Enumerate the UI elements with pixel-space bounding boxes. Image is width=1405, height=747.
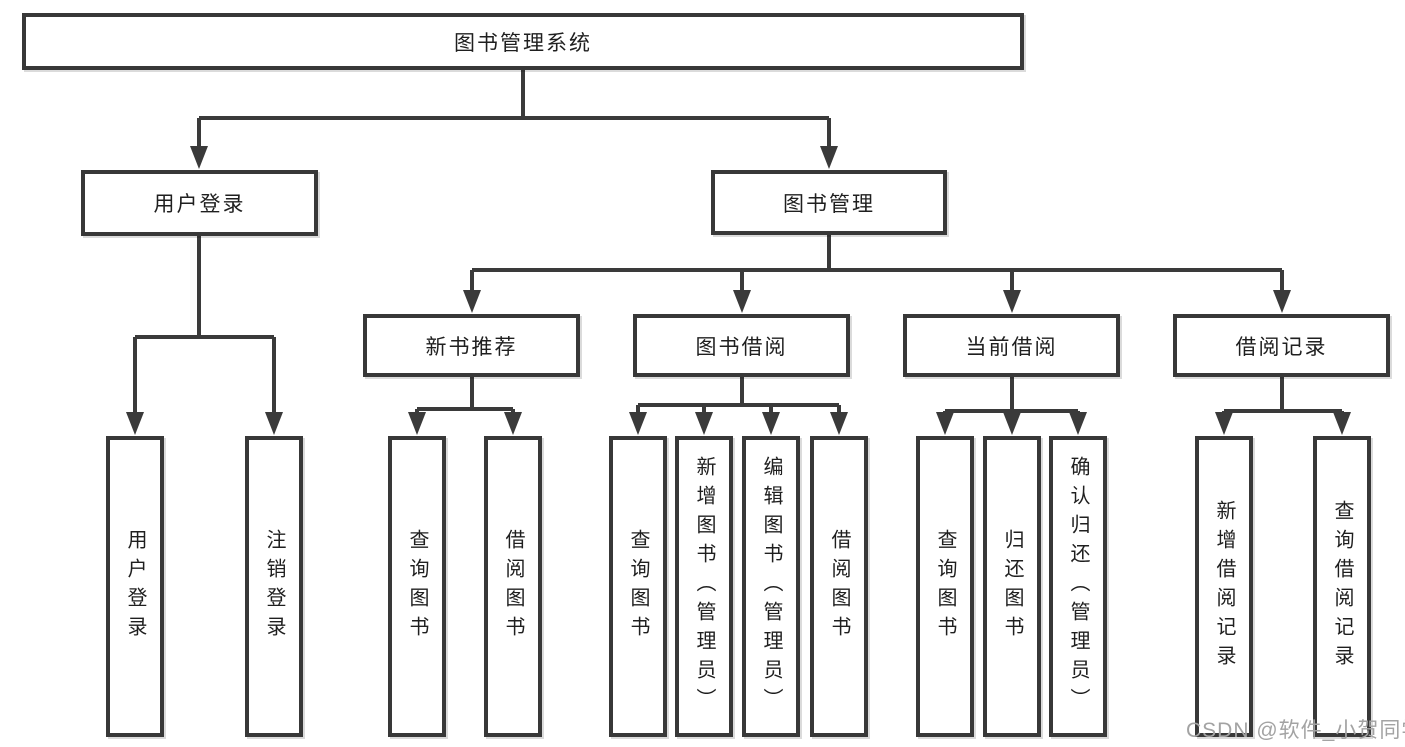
arrowheads [126,146,1351,435]
node-book-management: 图书管理 [711,170,947,235]
leaf-query-book-2: 查询图书 [609,436,667,737]
leaf-return-book: 归还图书 [983,436,1041,737]
connector-book-borrow-children [636,377,841,415]
node-new-book-recommend: 新书推荐 [363,314,580,377]
leaf-confirm-return-admin-label: 确认归还（管理员） [1067,456,1089,717]
leaf-edit-book-admin-label: 编辑图书（管理员） [760,456,782,717]
leaf-query-book-2-label: 查询图书 [627,528,649,645]
leaf-add-book-admin-label: 新增图书（管理员） [693,456,715,717]
node-book-borrow-label: 图书借阅 [695,335,788,359]
connector-book-management-children [470,234,1284,294]
leaf-query-borrow-record: 查询借阅记录 [1313,436,1371,737]
node-borrow-record-label: 借阅记录 [1235,335,1328,359]
leaf-add-book-admin: 新增图书（管理员） [675,436,733,737]
watermark: CSDN @软件_小贺同学 [1186,719,1405,742]
leaf-user-login-label: 用户登录 [124,528,146,645]
connector-borrow-record-children [1222,377,1344,415]
leaf-logout: 注销登录 [245,436,303,737]
root-node-library-system: 图书管理系统 [22,13,1024,70]
leaf-edit-book-admin: 编辑图书（管理员） [742,436,800,737]
leaf-confirm-return-admin: 确认归还（管理员） [1049,436,1107,737]
leaf-borrow-book-2: 借阅图书 [810,436,868,737]
leaf-query-borrow-record-label: 查询借阅记录 [1331,499,1353,674]
node-borrow-record: 借阅记录 [1173,314,1390,377]
connector-root-to-level2 [197,69,831,150]
leaf-logout-label: 注销登录 [263,528,285,645]
leaf-query-book-1: 查询图书 [388,436,446,737]
connector-current-borrow-children [943,377,1080,415]
leaf-borrow-book-1: 借阅图书 [484,436,542,737]
leaf-query-book-3-label: 查询图书 [934,528,956,645]
node-current-borrow: 当前借阅 [903,314,1120,377]
leaf-add-borrow-record-label: 新增借阅记录 [1213,499,1235,674]
root-node-label: 图书管理系统 [454,31,592,55]
leaf-return-book-label: 归还图书 [1001,528,1023,645]
node-user-login: 用户登录 [81,170,318,236]
leaf-borrow-book-1-label: 借阅图书 [502,528,524,645]
node-book-management-label: 图书管理 [783,192,875,216]
leaf-add-borrow-record: 新增借阅记录 [1195,436,1253,737]
connector-new-book-children [415,377,515,415]
leaf-user-login: 用户登录 [106,436,164,737]
leaf-borrow-book-2-label: 借阅图书 [828,528,850,645]
leaf-query-book-1-label: 查询图书 [406,528,428,645]
leaf-query-book-3: 查询图书 [916,436,974,737]
node-book-borrow: 图书借阅 [633,314,850,377]
node-current-borrow-label: 当前借阅 [965,335,1058,359]
node-user-login-label: 用户登录 [153,193,246,216]
connector-user-login-children [133,235,276,416]
node-new-book-recommend-label: 新书推荐 [425,335,518,359]
